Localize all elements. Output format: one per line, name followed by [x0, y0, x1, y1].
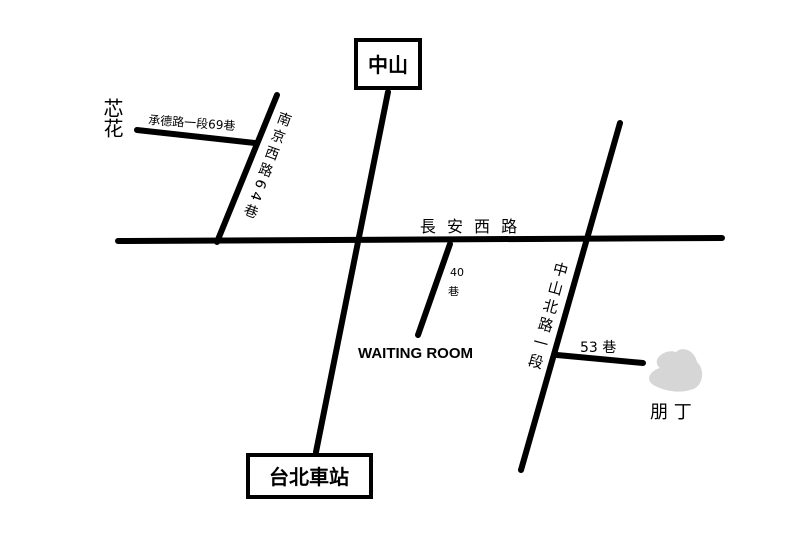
- station-taipei-main-label: 台北車站: [269, 465, 349, 489]
- road-changan-west: [115, 235, 725, 244]
- label-chengde-lane: 承德路一段69巷: [148, 112, 236, 133]
- label-lane53: 53 巷: [580, 340, 616, 356]
- pengding-landmark-blob: [649, 349, 703, 392]
- label-changan-west: 長 安 西 路: [420, 217, 520, 236]
- road-zhongshan: [313, 89, 391, 455]
- station-taipei-main: 台北車站: [246, 453, 373, 499]
- road-zhongshan-north: [518, 120, 623, 473]
- waiting-room-label: WAITING ROOM: [358, 345, 473, 362]
- label-lane40-suffix: 巷: [448, 285, 459, 298]
- road-chengde-lane-69: [134, 127, 258, 146]
- station-zhongshan-label: 中山: [368, 53, 408, 77]
- handwritten-mark: 芯花: [100, 98, 124, 138]
- label-lane40-number: 40: [450, 266, 464, 279]
- road-lane-40: [415, 241, 453, 338]
- station-zhongshan: 中山: [354, 38, 422, 90]
- pengding-label: 朋 丁: [650, 402, 692, 423]
- road-nanjing-lane-64: [214, 92, 280, 245]
- road-lane-53: [554, 352, 646, 366]
